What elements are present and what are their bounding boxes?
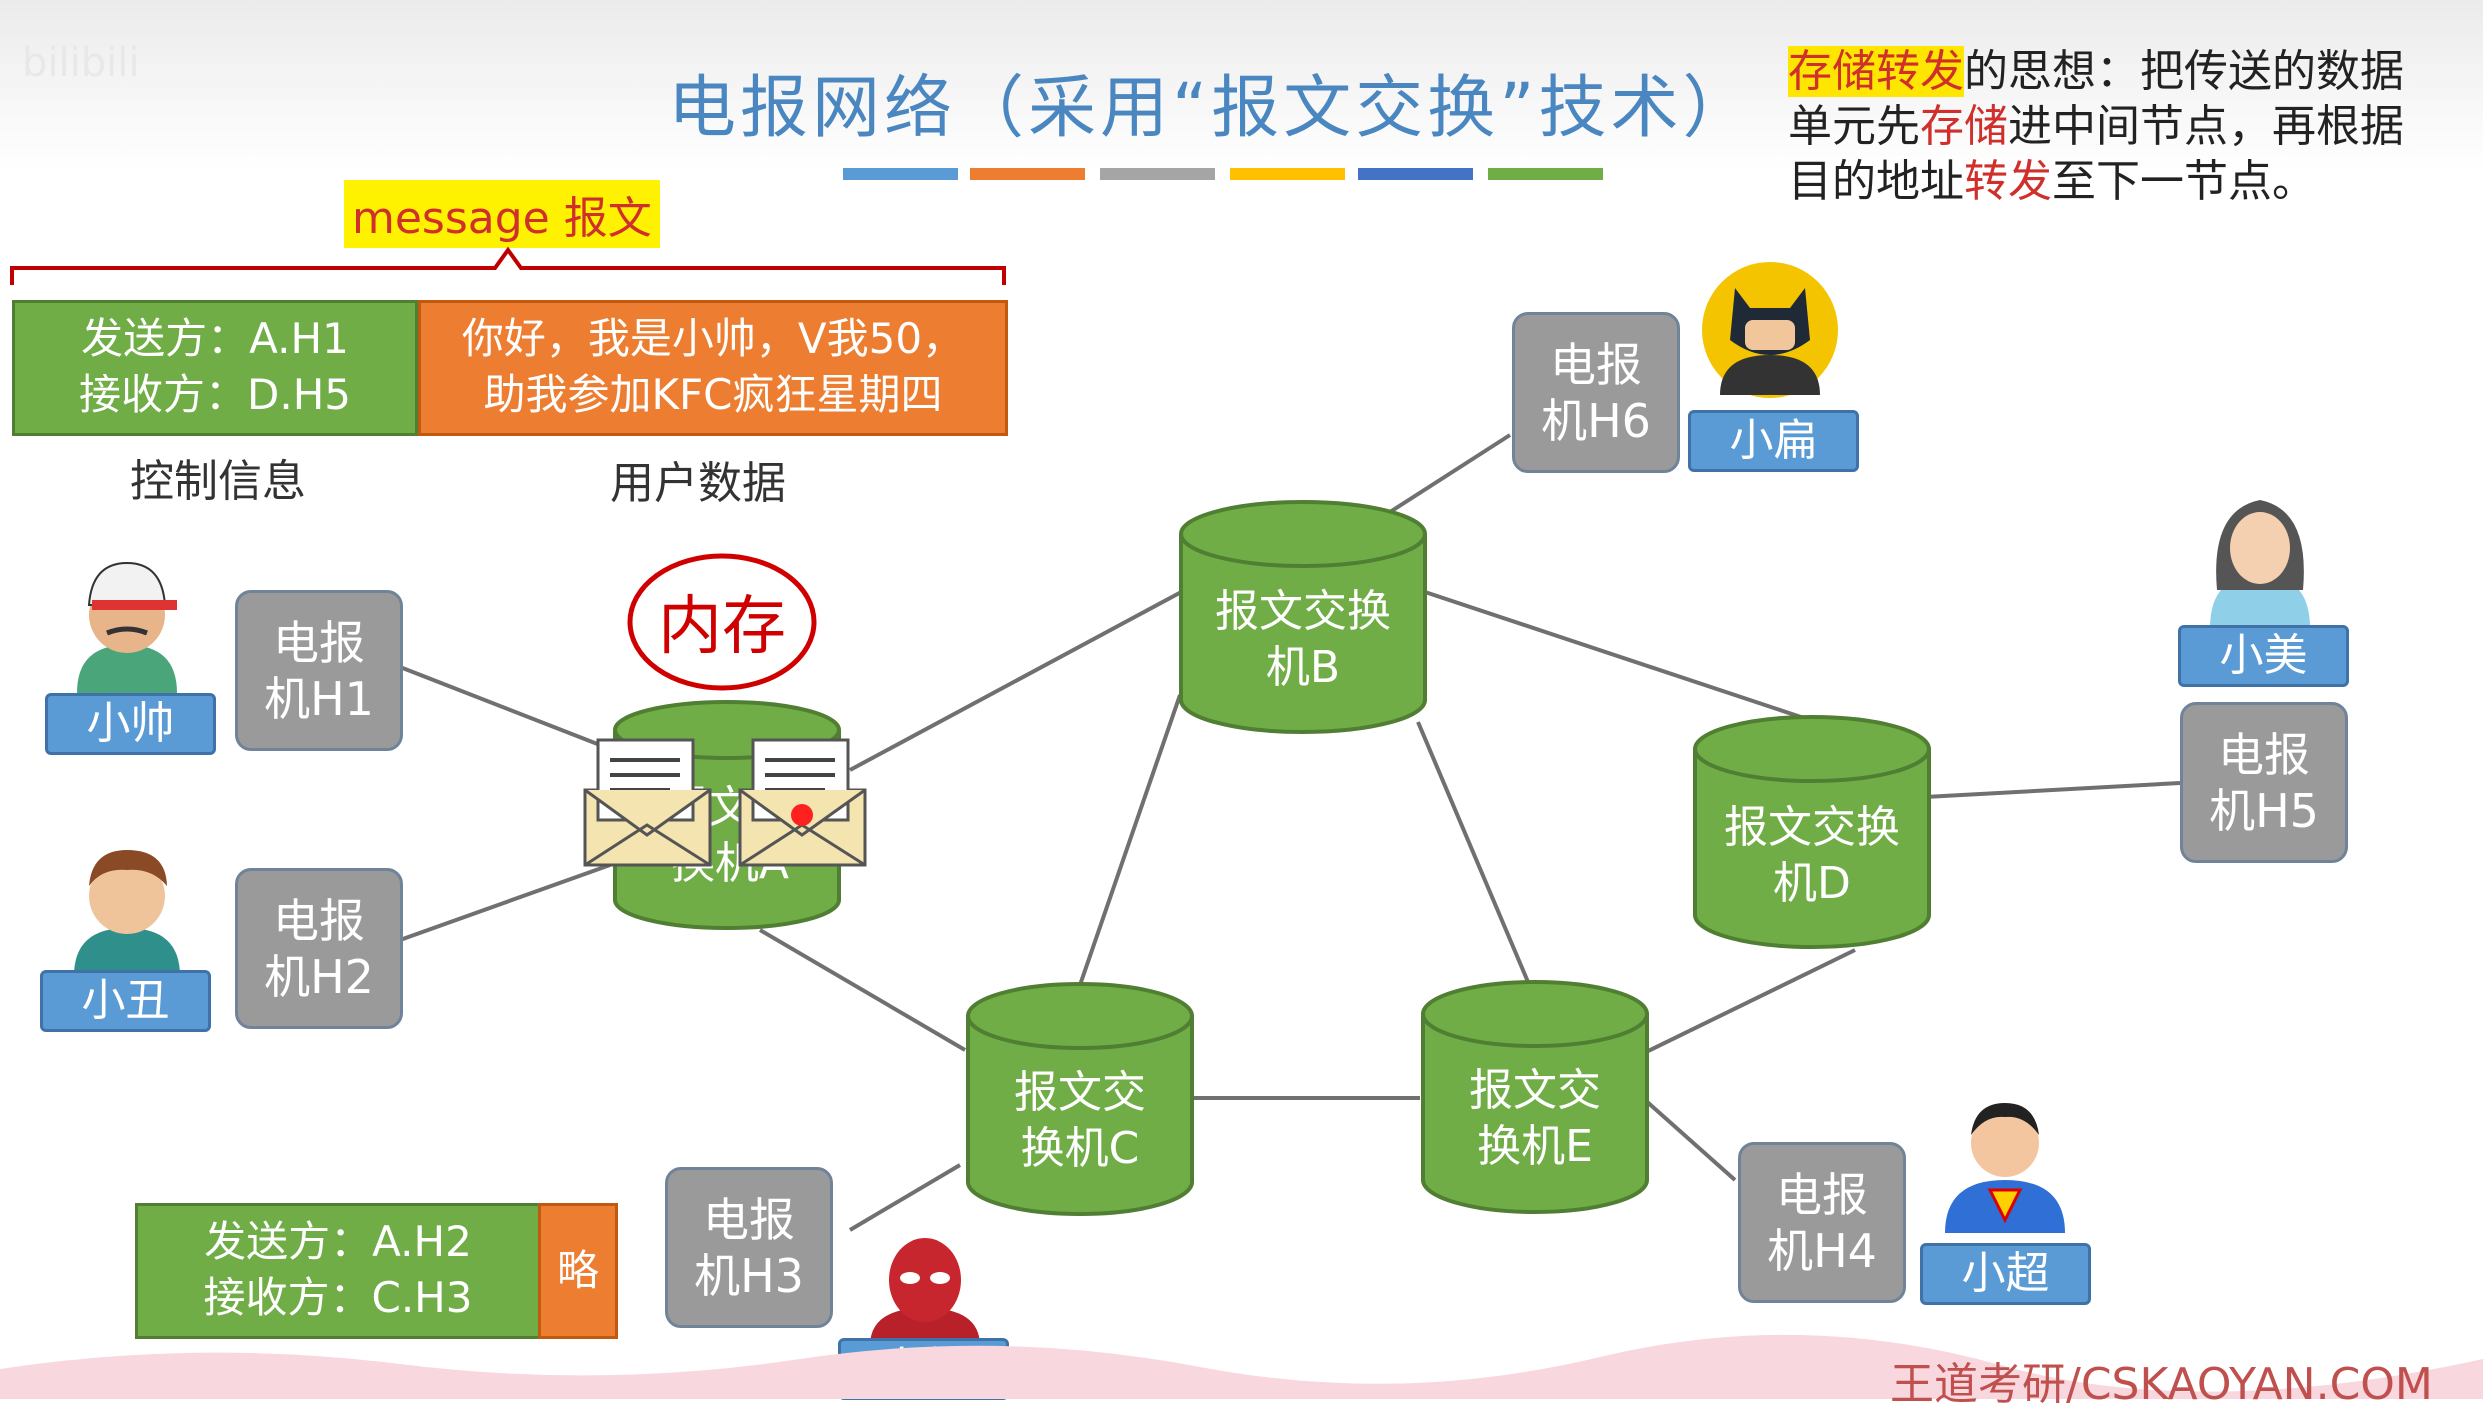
xiaochou-label: 小丑 [40,970,211,1032]
telegraph-h5: 电报机H5 [2180,702,2348,863]
link-b-e [1416,721,1530,983]
xiaomei-avatar [2210,500,2310,628]
message-control-info: 发送方：A.H1 接收方：D.H5 [12,300,418,436]
bottom-wave [0,1334,2483,1399]
telegraph-h3: 电报机H3 [665,1167,833,1328]
telegraph-h1: 电报机H1 [235,590,403,751]
link-h1-a [399,665,601,747]
message-user-data: 你好，我是小帅，V我50， 助我参加KFC疯狂星期四 [418,300,1008,436]
envelope-icon [583,738,712,867]
link-b-c [1078,694,1182,986]
color-bar-orange [970,168,1085,180]
message-brace [10,246,1006,285]
control-info-caption: 控制信息 [130,456,306,507]
link-d-e [1639,948,1856,1057]
switch-d-cylinder [1693,715,1931,949]
switch-c-label: 报文交 换机C [1014,1067,1146,1174]
xiaoshuai-label: 小帅 [45,693,216,755]
link-a-b [849,588,1186,772]
color-bar-green [1488,168,1603,180]
link-b-h6 [1388,433,1512,514]
telegraph-h4: 电报机H4 [1738,1142,1906,1303]
switch-c-cylinder [966,982,1194,1216]
message2-control-info: 发送方：A.H2 接收方：C.H3 [135,1203,541,1339]
xiaoshuai-avatar [77,561,177,693]
telegraph-h2: 电报机H2 [235,868,403,1029]
user-data-caption: 用户数据 [610,458,786,509]
color-bar-darkblue [1358,168,1473,180]
highlight-store-forward: 存储转发 [1788,46,1964,97]
xiaohong-avatar [870,1238,980,1346]
link-a-c [758,928,967,1052]
color-bar-yellow [1230,168,1345,180]
memory-circle [627,553,817,691]
switch-b-label: 报文交换 机B [1215,586,1391,693]
xiaochou-avatar [74,850,180,976]
envelope-icon [738,738,867,867]
link-b-d [1424,590,1811,722]
xiaochao-label: 小超 [1920,1243,2091,1305]
telegraph-h6: 电报机H6 [1512,312,1680,473]
switch-e-cylinder [1421,980,1649,1214]
xiaobian-label: 小扁 [1688,410,1859,472]
link-d-h5 [1924,781,2181,799]
link-c-h3 [848,1163,962,1232]
switch-b-cylinder [1179,500,1427,734]
xiaobian-avatar [1702,262,1838,398]
header-band [0,0,2483,170]
switch-d-label: 报文交换 机D [1724,802,1900,909]
link-h2-a [399,863,611,942]
color-bar-gray [1100,168,1215,180]
xiaochao-avatar [1945,1103,2065,1233]
bilibili-logo: bilibili [22,40,140,86]
color-bar-blue [843,168,958,180]
link-e-h4 [1643,1098,1737,1182]
page-title: 电报网络（采用“报文交换”技术） [668,69,1755,148]
watermark: 王道考研/CSKAOYAN.COM [1890,1359,2433,1410]
xiaomei-label: 小美 [2178,625,2349,687]
message-label: message 报文 [344,180,660,248]
message2-user-data: 略 [538,1203,618,1339]
store-and-forward-explanation: 存储转发的思想：把传送的数据 单元先存储进中间节点，再根据 目的地址转发至下一节… [1788,46,2404,207]
memory-note: 内存 [658,590,786,664]
switch-e-label: 报文交 换机E [1469,1065,1601,1172]
